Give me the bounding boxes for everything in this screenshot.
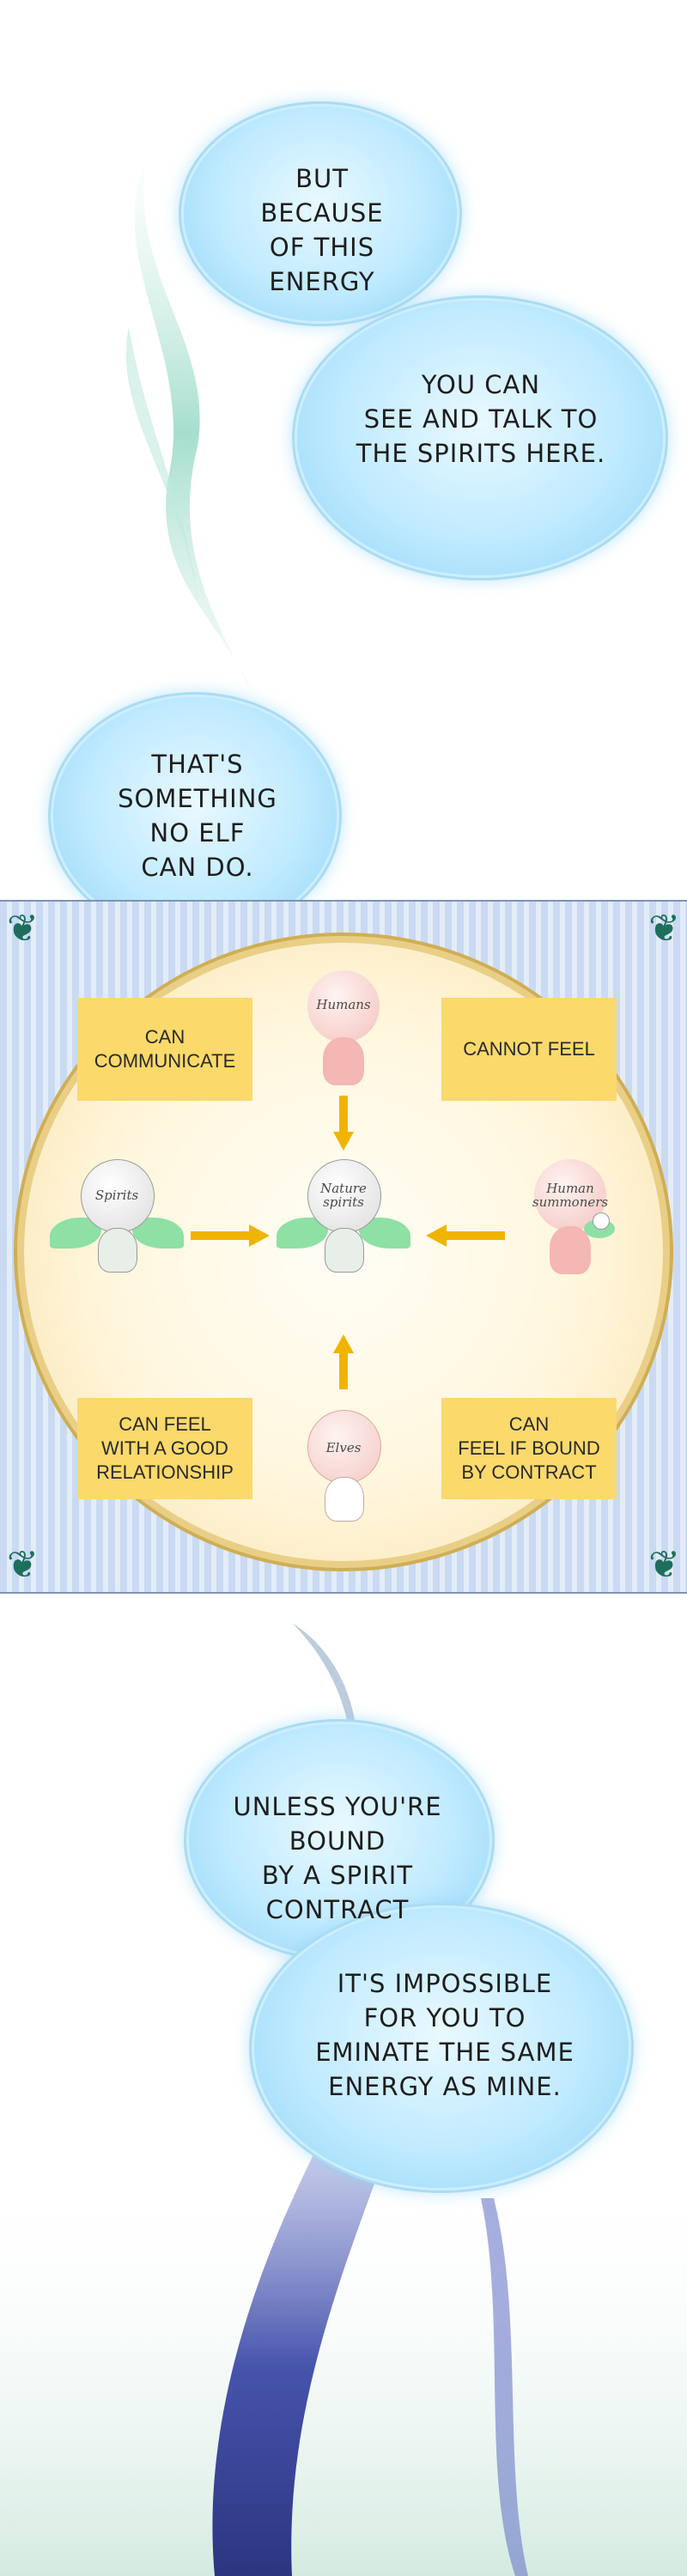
nature-spirits-label: Nature spirits <box>320 1181 367 1210</box>
nature-spirits-head <box>307 1159 381 1233</box>
humans-body <box>323 1037 364 1085</box>
human-summoners-label: Human summoners <box>532 1181 609 1210</box>
speech-bubble-middle <box>53 697 337 934</box>
arrow-spirits-to-nature <box>191 1224 270 1247</box>
speech-text-top-a: BUT BECAUSE OF THIS ENERGY <box>260 164 384 296</box>
ornament-icon: ❦ <box>7 1544 39 1586</box>
speech-text-middle: THAT'S SOMETHING NO ELF CAN DO. <box>118 750 277 882</box>
spirits-head <box>81 1159 155 1233</box>
spirit-diagram-panel: ❦ ❦ ❦ ❦ CAN COMMUNICATE CANNOT FEEL CAN … <box>0 900 687 1594</box>
speech-text-top-b: YOU CAN SEE AND TALK TO THE SPIRITS HERE… <box>356 370 606 468</box>
note-can-communicate: CAN COMMUNICATE <box>77 998 252 1101</box>
spirits-body <box>98 1228 137 1273</box>
arrow-humans-to-nature <box>333 1096 354 1151</box>
speech-bubble-top-b <box>297 301 663 575</box>
elves-label: Elves <box>325 1440 362 1455</box>
humans-label: Humans <box>316 997 371 1012</box>
speech-bubble-top-a <box>184 106 457 321</box>
note-cannot-feel: CANNOT FEEL <box>441 998 617 1101</box>
ornament-icon: ❦ <box>648 908 680 950</box>
speech-text-bottom-b: IT'S IMPOSSIBLE FOR YOU TO EMINATE THE S… <box>315 1969 575 2101</box>
teal-streak <box>134 163 258 704</box>
human-summoners-body <box>550 1226 591 1274</box>
note-bound-by-contract: CAN FEEL IF BOUND BY CONTRACT <box>441 1398 617 1499</box>
arrow-summoners-to-nature <box>426 1224 505 1247</box>
blue-streak <box>292 1623 359 1855</box>
speech-text-bottom-a: UNLESS YOU'RE BOUND BY A SPIRIT CONTRACT <box>233 1792 442 1924</box>
purple-streak-thin <box>481 2198 528 2576</box>
humans-head <box>307 970 380 1042</box>
purple-streak <box>212 2052 412 2576</box>
ornament-icon: ❦ <box>648 1544 680 1586</box>
arrow-elves-to-nature <box>333 1334 354 1389</box>
ornament-icon: ❦ <box>7 908 39 950</box>
spirits-label: Spirits <box>94 1188 139 1203</box>
small-spirit-head <box>593 1212 610 1230</box>
teal-streak-2 <box>125 326 198 601</box>
elves-body <box>325 1477 364 1522</box>
nature-spirits-body <box>325 1228 364 1273</box>
speech-bubble-bottom-b <box>254 1908 629 2188</box>
note-good-relationship: CAN FEEL WITH A GOOD RELATIONSHIP <box>77 1398 252 1499</box>
